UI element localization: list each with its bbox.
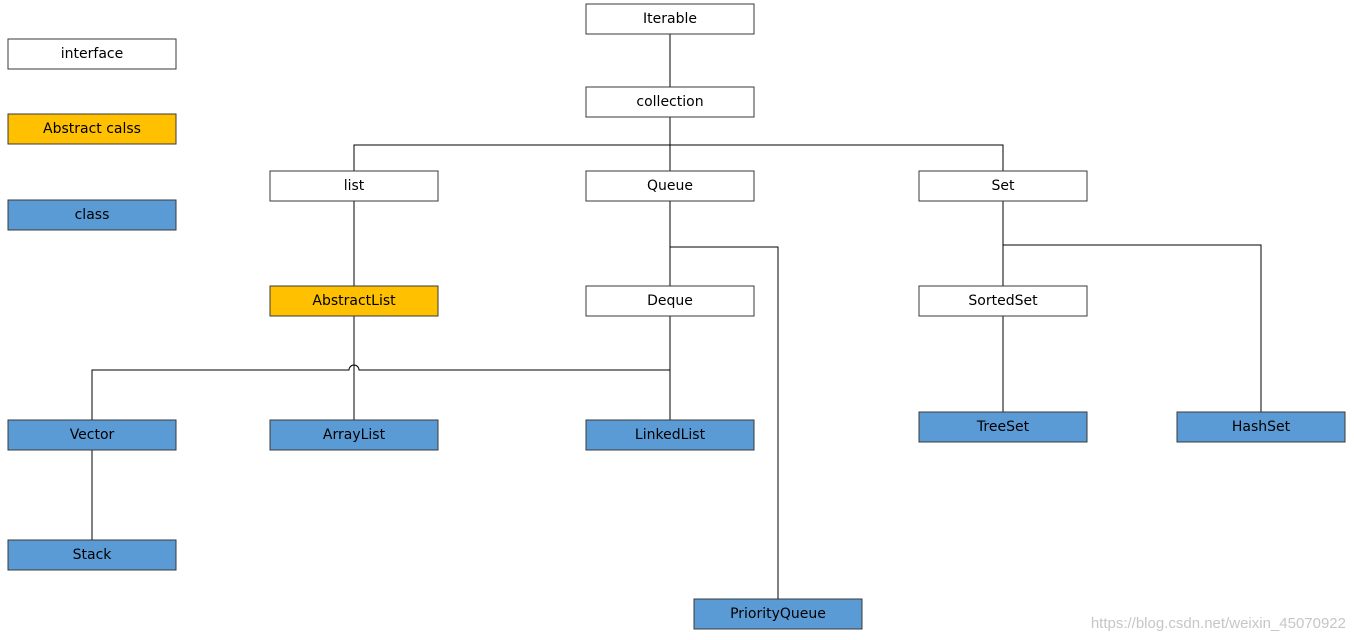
connectors	[91, 34, 1262, 599]
node-arraylist-label: ArrayList	[323, 427, 386, 443]
node-queue: Queue	[585, 170, 755, 202]
node-deque: Deque	[585, 285, 755, 317]
node-sortedset: SortedSet	[918, 285, 1088, 317]
node-vector-label: Vector	[70, 427, 115, 443]
node-linkedlist-label: LinkedList	[635, 427, 706, 443]
nodes: Iterable collection list Queue Set Abstr…	[7, 3, 1346, 630]
node-hashset-label: HashSet	[1232, 419, 1291, 435]
node-stack-label: Stack	[73, 547, 113, 563]
legend: interface Abstract calss class	[7, 38, 177, 231]
legend-interface: interface	[7, 38, 177, 70]
node-linkedlist: LinkedList	[585, 419, 755, 451]
node-treeset: TreeSet	[918, 411, 1088, 443]
node-vector: Vector	[7, 419, 177, 451]
legend-abstract-label: Abstract calss	[43, 121, 141, 137]
edge-collection-list	[353, 117, 671, 171]
node-priorityqueue-label: PriorityQueue	[730, 606, 826, 622]
node-priorityqueue: PriorityQueue	[693, 598, 863, 630]
edge-queue-priorityqueue	[670, 246, 779, 599]
node-deque-label: Deque	[647, 293, 693, 309]
node-sortedset-label: SortedSet	[968, 293, 1038, 309]
edge-collection-set	[670, 144, 1004, 171]
node-list: list	[269, 170, 439, 202]
edge-set-hashset	[1003, 244, 1262, 412]
node-hashset: HashSet	[1176, 411, 1346, 443]
node-arraylist: ArrayList	[269, 419, 439, 451]
node-treeset-label: TreeSet	[976, 419, 1030, 435]
legend-interface-label: interface	[61, 46, 123, 62]
node-collection-label: collection	[636, 94, 703, 110]
legend-class: class	[7, 199, 177, 231]
node-collection: collection	[585, 86, 755, 118]
node-iterable-label: Iterable	[643, 11, 697, 27]
node-abstractlist-label: AbstractList	[312, 293, 396, 309]
node-iterable: Iterable	[585, 3, 755, 35]
node-list-label: list	[344, 178, 365, 194]
legend-class-label: class	[75, 207, 110, 223]
node-abstractlist: AbstractList	[269, 285, 439, 317]
watermark: https://blog.csdn.net/weixin_45070922	[1090, 615, 1346, 632]
node-queue-label: Queue	[647, 178, 693, 194]
edge-abstractlist-vector	[91, 364, 670, 420]
node-set: Set	[918, 170, 1088, 202]
legend-abstract: Abstract calss	[7, 113, 177, 145]
node-set-label: Set	[992, 178, 1016, 194]
node-stack: Stack	[7, 539, 177, 571]
